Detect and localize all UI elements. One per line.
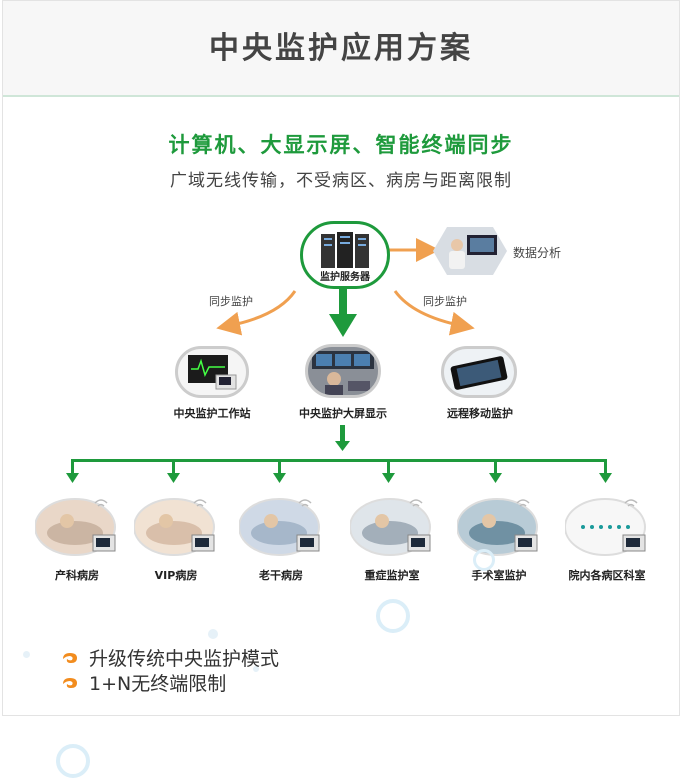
station-label-bigscreen: 中央监护大屏显示 <box>299 407 387 420</box>
arrow-sync-right <box>393 290 475 336</box>
ward-scene-icon <box>456 498 538 556</box>
wireless-signal-icon <box>409 499 423 507</box>
swirl-bullet-icon <box>63 677 77 688</box>
ward-node <box>238 497 323 556</box>
ward-label: 老干病房 <box>259 569 303 582</box>
big-screen-icon <box>312 351 374 395</box>
distribution-drops <box>66 459 612 483</box>
bullet-item: 1+N无终端限制 <box>61 669 226 696</box>
sync-label-left: 同步监护 <box>209 295 253 308</box>
station-workstation <box>175 346 249 398</box>
decorative-ring <box>376 599 410 633</box>
arrow-sync-left <box>216 290 297 336</box>
ward-label: 产科病房 <box>55 569 99 582</box>
decorative-ring <box>473 549 495 571</box>
ward-scene-icon <box>238 498 320 556</box>
arrow-center-head <box>329 314 357 337</box>
server-rack-icon <box>321 232 369 268</box>
ward-node <box>133 497 218 556</box>
arrow-down-shaft <box>340 425 345 443</box>
decorative-dot <box>208 629 218 639</box>
ward-node <box>349 497 434 556</box>
distribution-bar <box>71 459 607 462</box>
wireless-signal-icon <box>516 499 530 507</box>
swirl-bullet-icon <box>63 652 77 663</box>
station-label-mobile: 远程移动监护 <box>447 407 513 420</box>
ward-label: 重症监护室 <box>364 569 420 582</box>
solution-card: 中央监护应用方案 计算机、大显示屏、智能终端同步 广域无线传输，不受病区、病房与… <box>2 0 680 716</box>
page-title: 中央监护应用方案 <box>209 31 473 66</box>
workstation-monitor-icon <box>188 355 237 390</box>
analysis-label: 数据分析 <box>513 246 562 260</box>
ward-scene-icon <box>133 498 215 556</box>
ward-label: VIP病房 <box>154 569 198 582</box>
decorative-dot <box>253 666 259 672</box>
mobile-tablet-icon <box>450 356 508 390</box>
analysis-node <box>433 227 507 275</box>
server-node: 监护服务器 <box>300 221 390 289</box>
ward-node <box>456 497 541 556</box>
ward-node <box>564 497 649 556</box>
ward-node <box>34 497 119 556</box>
connection-arrows <box>66 238 612 483</box>
headline-subtitle: 计算机、大显示屏、智能终端同步 <box>168 133 514 157</box>
ward-scene-icon <box>564 498 646 556</box>
sync-label-right: 同步监护 <box>423 295 467 308</box>
bullet-text: 1+N无终端限制 <box>89 673 227 695</box>
headline-tagline: 广域无线传输，不受病区、病房与距离限制 <box>170 171 512 191</box>
wireless-signal-icon <box>193 499 207 507</box>
header-bar: 中央监护应用方案 <box>3 1 679 97</box>
bullet-text: 升级传统中央监护模式 <box>89 648 280 670</box>
ward-label: 院内各病区科室 <box>568 569 646 582</box>
station-mobile <box>441 346 517 398</box>
ward-scene-icon <box>34 498 116 556</box>
decorative-dot <box>23 651 30 658</box>
wireless-signal-icon <box>298 499 312 507</box>
wireless-signal-icon <box>624 499 638 507</box>
server-label: 监护服务器 <box>320 272 370 283</box>
arrow-down-head <box>335 441 350 451</box>
wireless-signal-icon <box>94 499 108 507</box>
station-bigscreen <box>305 344 381 398</box>
arrow-center-shaft <box>339 286 347 316</box>
bullet-item: 升级传统中央监护模式 <box>61 644 279 671</box>
ward-scene-icon <box>349 498 431 556</box>
station-label-workstation: 中央监护工作站 <box>173 407 251 420</box>
data-analysis-icon <box>433 227 507 275</box>
ward-label: 手术室监护 <box>471 569 527 582</box>
decorative-ring <box>56 744 90 778</box>
